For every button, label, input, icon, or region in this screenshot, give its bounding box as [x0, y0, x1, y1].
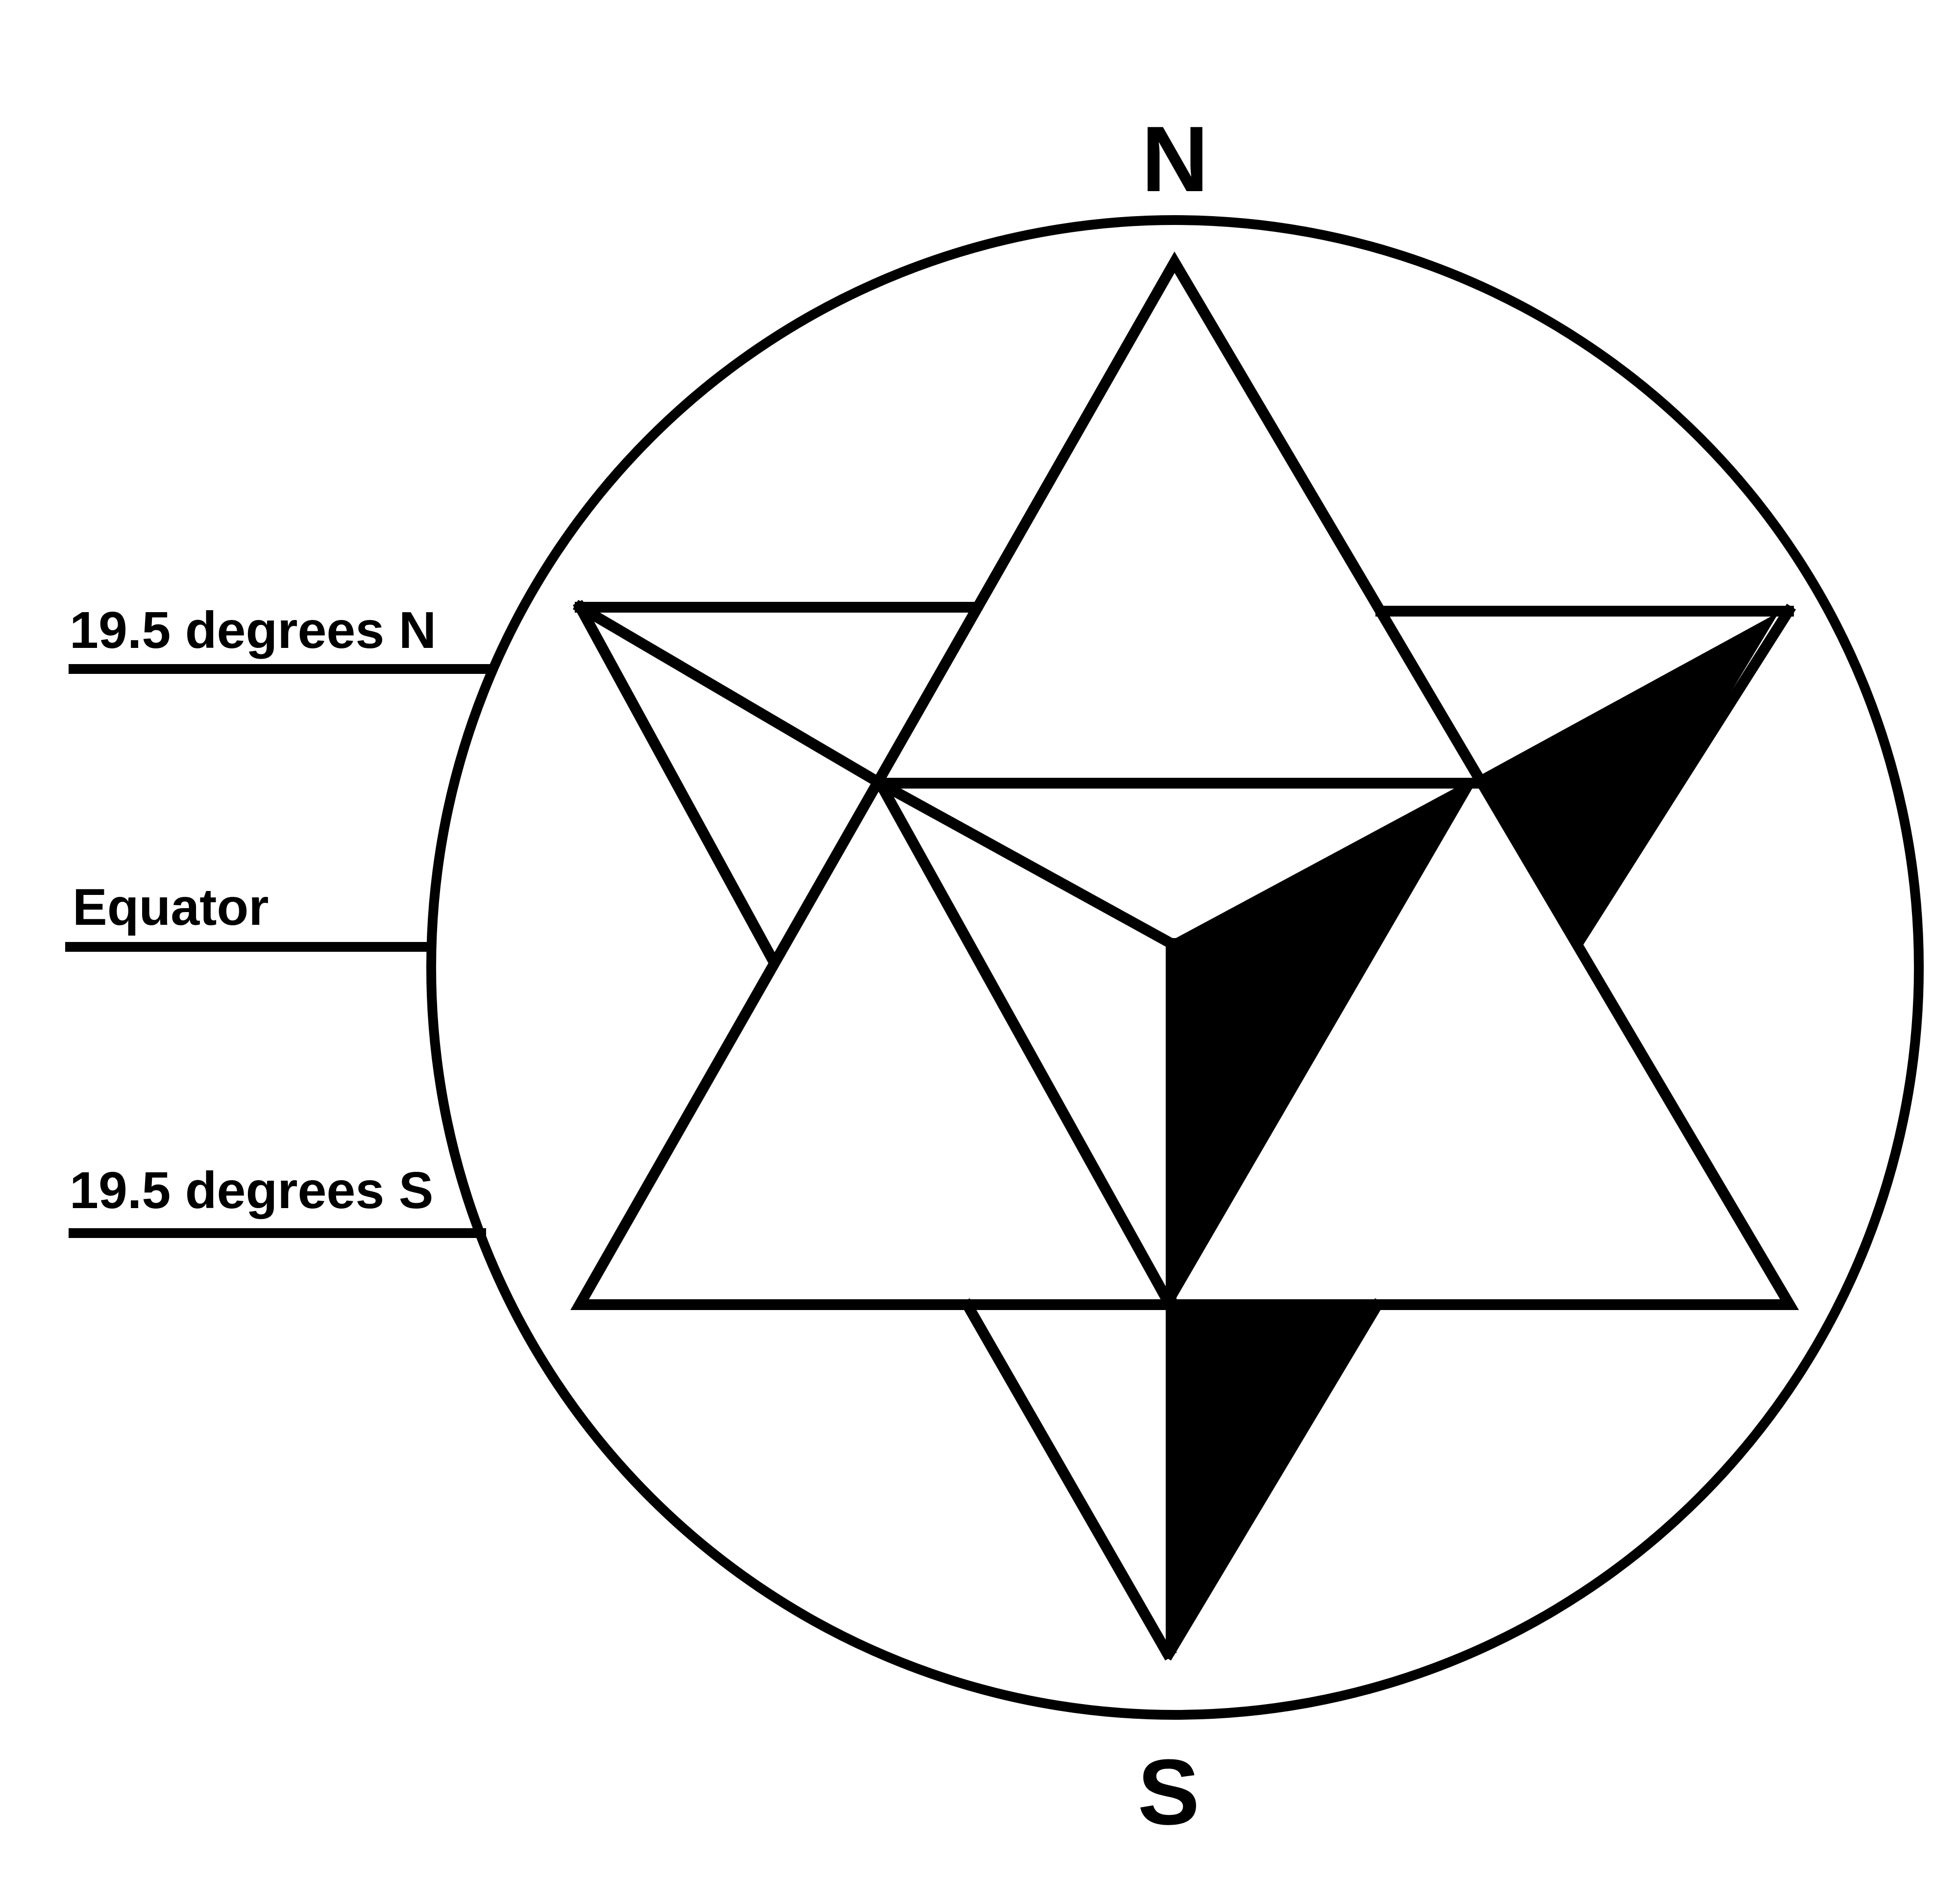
back-edge-right-wing: [1572, 603, 1796, 947]
back-edge-bottom-left: [960, 1298, 1175, 1661]
back-edge-left-wing: [573, 600, 779, 965]
inner-edge-to-center: [873, 776, 1178, 951]
inner-edge-diagonal-left: [572, 599, 888, 791]
latitude-north-label: 19.5 degrees N: [70, 601, 436, 659]
shaded-face-center: [1168, 774, 1481, 1310]
south-label: S: [1138, 1740, 1200, 1844]
equator-label: Equator: [73, 878, 269, 936]
north-label: N: [1141, 107, 1208, 211]
back-edge-bottom-right: [1161, 1298, 1385, 1661]
inner-edge-left-down: [873, 776, 1176, 1310]
latitude-south-label: 19.5 degrees S: [70, 1162, 433, 1219]
shaded-face-right: [1476, 612, 1779, 943]
sphere-circle: [426, 215, 1924, 1720]
